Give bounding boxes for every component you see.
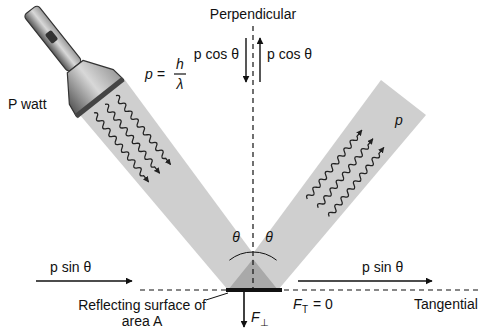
force-subscript: T <box>302 304 308 315</box>
reflected-waves <box>305 128 386 217</box>
tangential-line <box>140 289 480 290</box>
reflecting-surface <box>226 288 282 292</box>
momentum-label: p <box>395 112 403 128</box>
leader-line <box>206 293 228 300</box>
momentum-arrow <box>36 280 132 281</box>
angle-label: θ <box>265 229 273 245</box>
surface-label: Reflecting surface of area A <box>78 297 206 329</box>
fraction-denominator: λ <box>177 76 184 92</box>
momentum-arrow <box>259 38 260 82</box>
component-label: p sin θ <box>50 259 91 275</box>
angle-arc <box>253 252 277 260</box>
momentum-formula: p = <box>145 66 165 82</box>
fraction-numerator: h <box>176 56 184 72</box>
force-value: = 0 <box>313 296 333 312</box>
perpendicular-line <box>252 26 253 288</box>
angle-arc <box>229 252 253 260</box>
momentum-arrow <box>245 38 246 82</box>
force-arrow <box>243 292 245 327</box>
axis-label: Perpendicular <box>210 6 296 22</box>
flashlight <box>7 0 183 192</box>
reflected-beam <box>226 80 426 290</box>
power-label: P watt <box>8 96 47 112</box>
component-label: p sin θ <box>362 259 403 275</box>
fraction-bar <box>174 73 186 74</box>
force-symbol: F <box>251 309 260 325</box>
force-symbol: F <box>293 296 302 312</box>
force-subscript: ⊥ <box>260 317 269 328</box>
component-label: p cos θ <box>194 46 239 62</box>
angle-label: θ <box>232 229 240 245</box>
axis-label: Tangential <box>414 296 478 312</box>
momentum-arrow <box>298 280 432 281</box>
component-label: p cos θ <box>267 46 312 62</box>
